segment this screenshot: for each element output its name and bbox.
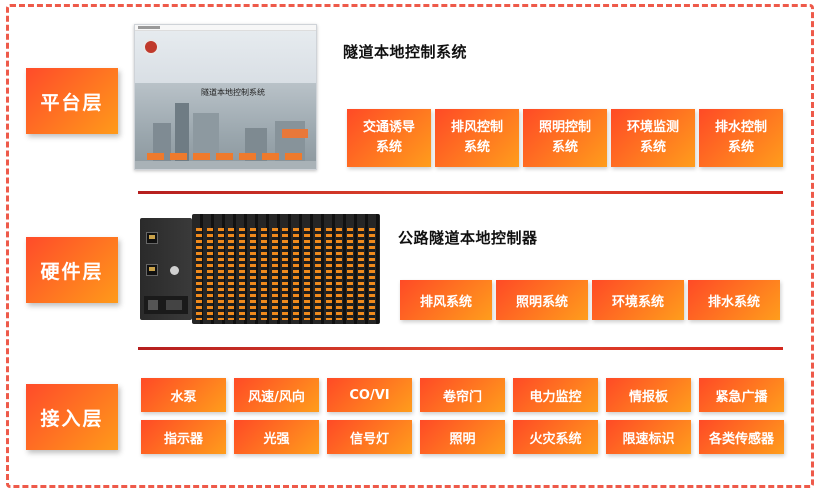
- platform-heading: 隧道本地控制系统: [343, 43, 468, 61]
- platform-system-drainage: 排水控制 系统: [699, 109, 783, 167]
- screenshot-menu-button: [285, 153, 302, 160]
- io-terminal-strip: [368, 228, 375, 320]
- screenshot-menu-button: [239, 153, 256, 160]
- io-terminal-strip: [217, 228, 224, 320]
- io-terminal-strip: [206, 228, 213, 320]
- platform-system-lighting: 照明控制 系统: [523, 109, 607, 167]
- controller-cpu-module: [140, 218, 192, 320]
- layer-label-access: 接入层: [26, 384, 118, 450]
- outer-dashed-frame: [6, 4, 814, 488]
- io-terminal-strip: [250, 228, 256, 320]
- hardware-system-ventilation: 排风系统: [400, 280, 492, 320]
- hardware-system-drainage: 排水系统: [688, 280, 780, 320]
- access-item-sensors: 各类传感器: [699, 420, 784, 454]
- access-item-fire-system: 火灾系统: [513, 420, 598, 454]
- screenshot-menu-buttons: [147, 153, 302, 160]
- io-terminal-strip: [239, 228, 246, 320]
- platform-system-traffic: 交通诱导 系统: [347, 109, 431, 167]
- hardware-heading: 公路隧道本地控制器: [398, 229, 538, 247]
- layer-label-hardware: 硬件层: [26, 237, 118, 303]
- access-item-wind: 风速/风向: [234, 378, 319, 412]
- access-item-indicator: 指示器: [141, 420, 226, 454]
- io-terminal-strip: [336, 228, 343, 320]
- divider: [138, 347, 783, 350]
- company-logo-icon: [143, 39, 159, 55]
- screenshot-sky: [135, 31, 316, 91]
- screenshot-menu-button: [170, 153, 187, 160]
- access-item-speed-limit: 限速标识: [606, 420, 691, 454]
- hardware-system-environment: 环境系统: [592, 280, 684, 320]
- screenshot-title: 隧道本地控制系统: [201, 88, 265, 97]
- platform-screenshot: 隧道本地控制系统: [134, 24, 317, 170]
- tunnel-controller-device: [140, 214, 380, 324]
- building: [175, 103, 189, 163]
- device-logo-icon: [170, 266, 179, 275]
- io-terminal-strip: [293, 228, 300, 320]
- platform-system-environment: 环境监测 系统: [611, 109, 695, 167]
- io-terminal-strip: [228, 228, 235, 320]
- io-terminal-strip: [358, 228, 364, 320]
- access-item-rolling-door: 卷帘门: [420, 378, 505, 412]
- controller-io-modules: [192, 214, 380, 324]
- ethernet-port-icon: [146, 232, 158, 244]
- access-item-signal-light: 信号灯: [327, 420, 412, 454]
- divider: [138, 191, 783, 194]
- access-item-co-vi: CO/VI: [327, 378, 412, 412]
- screenshot-menu-button: [216, 153, 233, 160]
- io-terminal-strip: [325, 228, 332, 320]
- screenshot-title-bar: [135, 25, 316, 31]
- io-terminal-strip: [314, 228, 321, 320]
- ethernet-port-icon: [146, 264, 158, 276]
- io-terminal-strip: [347, 228, 354, 320]
- io-terminal-strip: [196, 228, 202, 320]
- access-item-power-monitor: 电力监控: [513, 378, 598, 412]
- screenshot-menu-button: [262, 153, 279, 160]
- io-terminal-strip: [260, 228, 267, 320]
- hardware-system-lighting: 照明系统: [496, 280, 588, 320]
- io-terminal-strip: [304, 228, 310, 320]
- layer-label-platform: 平台层: [26, 68, 118, 134]
- screenshot-menu-button: [147, 153, 164, 160]
- access-item-info-board: 情报板: [606, 378, 691, 412]
- access-item-pump: 水泵: [141, 378, 226, 412]
- screenshot-menu-button: [193, 153, 210, 160]
- access-item-light-intensity: 光强: [234, 420, 319, 454]
- device-port-block: [144, 296, 188, 314]
- io-terminal-strip: [271, 228, 278, 320]
- access-item-emergency-broadcast: 紧急广播: [699, 378, 784, 412]
- platform-system-ventilation: 排风控制 系统: [435, 109, 519, 167]
- road: [135, 161, 316, 169]
- io-terminal-strip: [282, 228, 289, 320]
- screenshot-login-button: [282, 129, 308, 138]
- access-item-lighting: 照明: [420, 420, 505, 454]
